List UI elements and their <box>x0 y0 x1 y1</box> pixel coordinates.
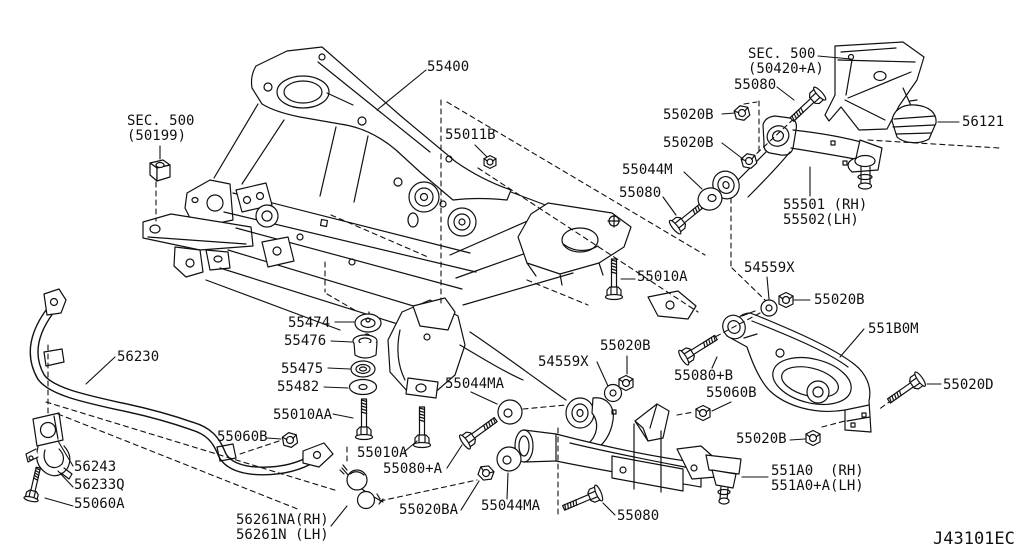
part-label-part-54559x-center: 54559X <box>538 354 589 370</box>
part-label-part-55482: 55482 <box>277 379 320 395</box>
subframe-55400 <box>143 47 696 400</box>
shock-mount-bracket-sec500 <box>825 42 924 130</box>
bolt-55010aa <box>354 398 374 441</box>
bolt-55060a <box>23 465 46 504</box>
part-label-part-55020b-2: 55020B <box>663 135 714 151</box>
part-label-part-55080-bottom: 55080 <box>617 508 660 524</box>
part-label-part-551a0: 551A0 (RH) 551A0+A(LH) <box>771 463 864 494</box>
part-label-part-55044ma-bottom: 55044MA <box>481 498 541 514</box>
bolt-55080-bottom <box>559 483 605 517</box>
part-label-part-55044ma-top: 55044MA <box>445 376 505 392</box>
nut-55060b-left <box>281 430 299 450</box>
part-label-part-55010aa: 55010AA <box>273 407 333 423</box>
bolt-55080-plus-b <box>676 329 722 367</box>
stabilizer-link-56261na <box>340 465 383 509</box>
stabilizer-bushing-56243 <box>33 413 63 446</box>
bolt-55020d <box>883 370 928 409</box>
nut-55020b-3 <box>778 291 794 309</box>
part-label-part-55474: 55474 <box>288 315 331 331</box>
part-label-part-55475: 55475 <box>281 361 324 377</box>
hardware <box>23 85 928 517</box>
bolt-55080-plus-a <box>457 412 502 451</box>
nut-55060b-right <box>695 404 711 422</box>
part-label-part-551b0m: 551B0M <box>868 321 919 337</box>
nut-55020b-1 <box>732 103 752 123</box>
part-label-part-55020d: 55020D <box>943 377 994 393</box>
nut-55020b-center <box>618 374 634 392</box>
part-label-part-55060b-right: 55060B <box>706 385 757 401</box>
stabilizer-clamp-56233q <box>26 446 72 479</box>
bolt-55080-top <box>785 85 828 127</box>
washer-55044ma-bottom <box>497 447 521 471</box>
part-label-part-55400: 55400 <box>427 59 470 75</box>
part-label-part-56243: 56243 <box>74 459 117 475</box>
part-label-part-55010a-bottom: 55010A <box>357 445 408 461</box>
bound-bumper-56121 <box>892 100 936 143</box>
diagram-code: J43101EC <box>933 529 1015 549</box>
leader-lines <box>45 56 959 526</box>
nut-55020b-2 <box>739 151 759 171</box>
part-label-part-56121: 56121 <box>962 114 1005 130</box>
part-label-part-55020b-1: 55020B <box>663 107 714 123</box>
part-label-part-55044m: 55044M <box>622 162 673 178</box>
part-label-part-55020b-center: 55020B <box>600 338 651 354</box>
part-label-part-55080-plus-b: 55080+B <box>674 368 734 384</box>
washer-stack <box>350 312 382 395</box>
part-label-part-55501-55502: 55501 (RH) 55502(LH) <box>783 197 868 228</box>
part-label-part-55080-top: 55080 <box>734 77 777 93</box>
part-label-part-55060a: 55060A <box>74 496 125 512</box>
part-label-part-55020ba: 55020BA <box>399 502 459 518</box>
washer-55044ma-top <box>498 400 522 424</box>
part-label-part-55080-mid: 55080 <box>619 185 662 201</box>
washer-54559x-right <box>761 300 777 316</box>
part-label-sec500-50420a: SEC. 500 (50420+A) <box>748 46 824 77</box>
washer-54559x-center <box>605 385 622 402</box>
rear-lower-arm-551b0m <box>718 311 871 432</box>
part-label-sec500-50199: SEC. 500 (50199) <box>127 113 195 144</box>
part-label-part-55476: 55476 <box>284 333 327 349</box>
stabilizer-bar-56230 <box>34 289 333 471</box>
part-label-part-55010a-top: 55010A <box>637 269 688 285</box>
part-label-part-56233q: 56233Q <box>74 477 125 493</box>
bolt-55010a-top <box>604 258 624 301</box>
part-label-part-56230: 56230 <box>117 349 160 365</box>
nut-55020ba <box>476 462 496 484</box>
part-label-part-55080-plus-a: 55080+A <box>383 461 443 477</box>
nut-sec500-50199 <box>150 160 170 181</box>
nut-55020b-4 <box>805 429 821 447</box>
part-label-part-55011b: 55011B <box>445 127 496 143</box>
part-label-part-55020b-3: 55020B <box>814 292 865 308</box>
part-label-part-56261: 56261NA(RH) 56261N (LH) <box>236 512 329 543</box>
nut-55011b <box>483 155 497 169</box>
part-label-part-55020b-4: 55020B <box>736 431 787 447</box>
front-lower-arm-551a0 <box>515 398 741 504</box>
upper-arm-55501 <box>708 116 882 203</box>
part-label-part-54559x-right: 54559X <box>744 260 795 276</box>
washer-55044m <box>695 185 725 214</box>
part-label-part-55060b-left: 55060B <box>217 429 268 445</box>
